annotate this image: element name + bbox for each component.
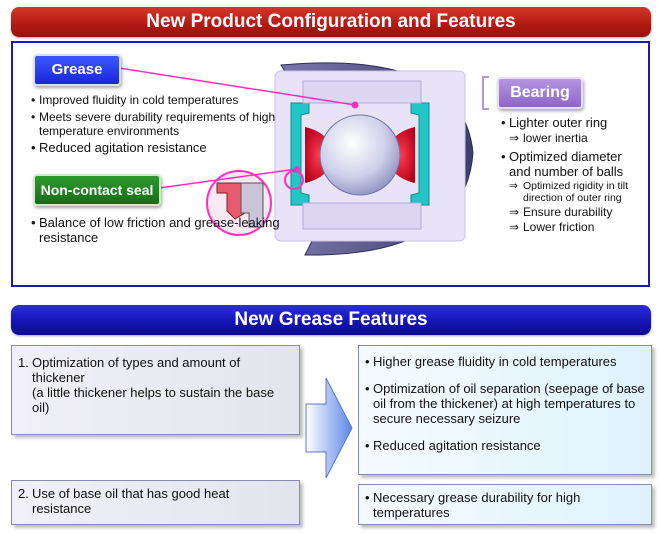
grease-result-item: Optimization of oil separation (seepage … xyxy=(365,381,647,426)
grease-result-box-1: Higher grease fluidity in cold temperatu… xyxy=(358,345,652,475)
bearing-feature-list: Lighter outer ring lower inertia Optimiz… xyxy=(501,115,646,238)
grease-leader-line xyxy=(118,67,356,106)
box-text: Use of base oil that has good heat resis… xyxy=(32,486,230,516)
outer-race xyxy=(302,80,422,104)
grease-change-box-1: 1. Optimization of types and amount of t… xyxy=(11,345,300,435)
grease-feature-item: Meets severe durability requirements of … xyxy=(31,110,281,138)
grease-result-list: Necessary grease durability for high tem… xyxy=(365,490,647,520)
bearing-feature-item: Lighter outer ring lower inertia xyxy=(501,115,646,145)
box-text: Optimization of types and amount of thic… xyxy=(32,355,241,385)
seal-feature-item: Balance of low friction and grease-leaki… xyxy=(31,215,281,245)
bearing-result: Ensure durability xyxy=(509,205,646,219)
box-text: (a little thickener helps to sustain the… xyxy=(32,385,275,415)
grease-feature-item: Reduced agitation resistance xyxy=(31,141,281,156)
item-number: 2. xyxy=(18,486,29,501)
grease-result-item: Necessary grease durability for high tem… xyxy=(365,490,647,520)
bearing-bracket xyxy=(482,76,489,110)
grease-change-box-2: 2. Use of base oil that has good heat re… xyxy=(11,480,300,525)
configuration-panel: Grease Improved fluidity in cold tempera… xyxy=(11,41,650,287)
grease-feature-list: Improved fluidity in cold temperatures M… xyxy=(31,93,281,158)
seal-right xyxy=(410,102,430,206)
bearing-tag: Bearing xyxy=(497,77,583,109)
seal-callout-circle xyxy=(284,170,304,190)
grease-tag: Grease xyxy=(33,54,121,86)
config-title-banner: New Product Configuration and Features xyxy=(11,7,651,37)
grease-result-box-2: Necessary grease durability for high tem… xyxy=(358,484,652,525)
bearing-feature-label: Lighter outer ring xyxy=(509,115,608,130)
bearing-result: Lower friction xyxy=(509,220,646,234)
bearing-result: Optimized rigidity in tilt direction of … xyxy=(509,180,646,204)
inner-race xyxy=(302,202,422,230)
grease-result-item: Higher grease fluidity in cold temperatu… xyxy=(365,354,647,369)
item-number: 1. xyxy=(18,355,29,370)
seal-feature-list: Balance of low friction and grease-leaki… xyxy=(31,215,281,245)
bearing-feature-label: Optimized diameter and number of balls xyxy=(509,149,624,179)
bearing-result: lower inertia xyxy=(509,131,646,145)
grease-result-list: Higher grease fluidity in cold temperatu… xyxy=(365,354,647,453)
seal-leader-line xyxy=(158,168,298,189)
seal-left xyxy=(290,102,310,206)
non-contact-seal-tag: Non-contact seal xyxy=(33,174,161,206)
grease-result-item: Reduced agitation resistance xyxy=(365,438,647,453)
grease-features-banner: New Grease Features xyxy=(11,305,651,335)
bearing-feature-item: Optimized diameter and number of balls O… xyxy=(501,149,646,234)
steel-ball xyxy=(319,114,401,196)
grease-feature-item: Improved fluidity in cold temperatures xyxy=(31,93,281,107)
